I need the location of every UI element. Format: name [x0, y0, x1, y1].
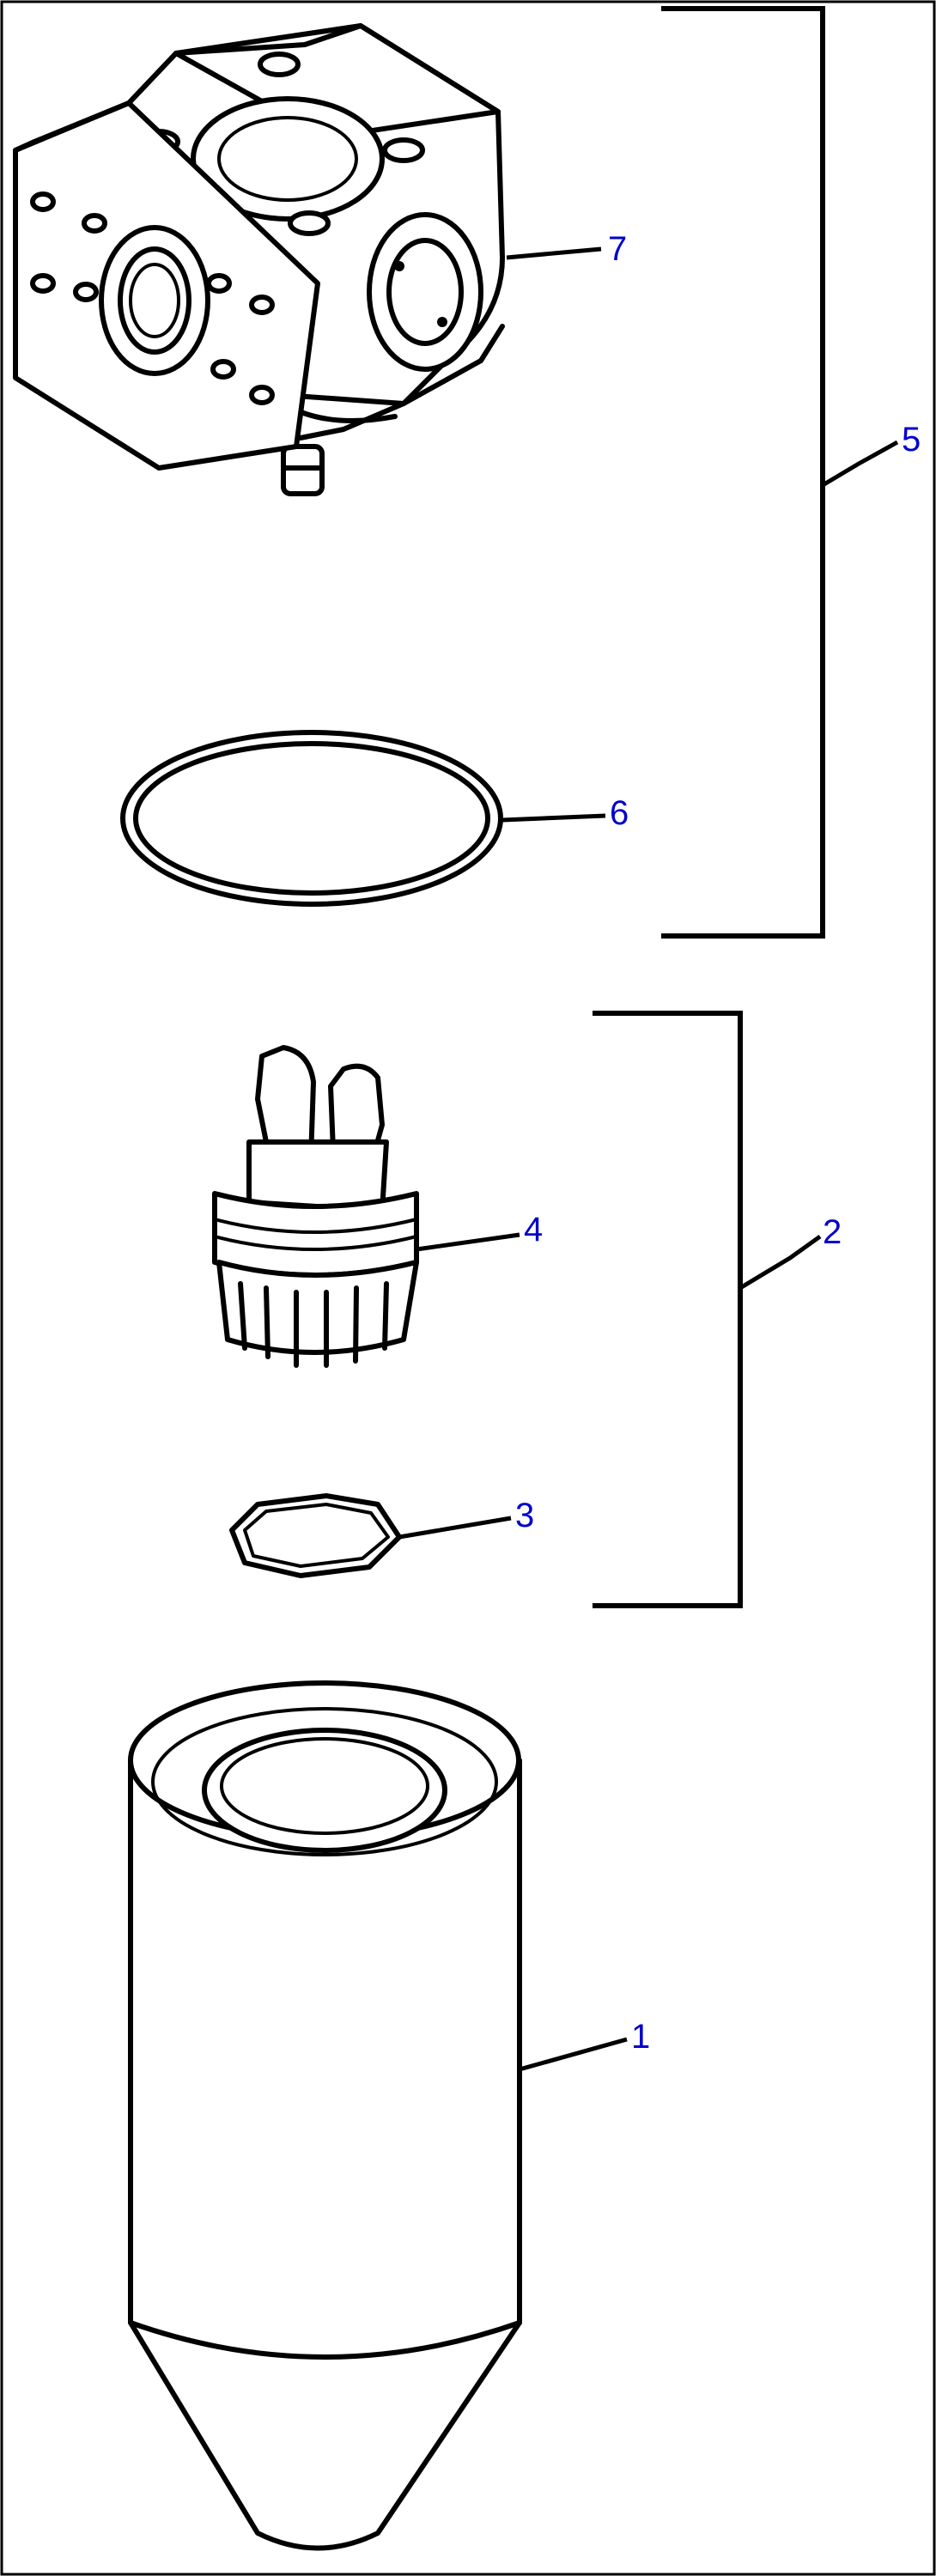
callout-5: 5 — [902, 421, 921, 459]
leader-line-6 — [501, 813, 606, 823]
callout-3: 3 — [515, 1497, 534, 1534]
leader-line-4 — [416, 1232, 520, 1252]
callout-2: 2 — [823, 1213, 842, 1251]
leader-line-3 — [398, 1516, 512, 1540]
filter-cartridge-part-1 — [128, 1680, 522, 2551]
leader-line-5 — [821, 440, 899, 488]
callout-6: 6 — [610, 794, 629, 832]
callout-1: 1 — [631, 2018, 650, 2056]
o-ring-part-3 — [229, 1493, 402, 1578]
filter-head-part-7 — [13, 23, 505, 496]
leader-line-7 — [506, 246, 602, 260]
assembly-bracket-2 — [593, 1011, 743, 1608]
leader-line-2 — [738, 1234, 822, 1291]
valve-part-4 — [212, 1045, 419, 1368]
assembly-bracket-5 — [661, 6, 825, 939]
callout-4: 4 — [524, 1211, 543, 1249]
leader-line-1 — [519, 2037, 628, 2072]
callout-7: 7 — [608, 230, 627, 268]
o-ring-part-6 — [120, 730, 503, 907]
